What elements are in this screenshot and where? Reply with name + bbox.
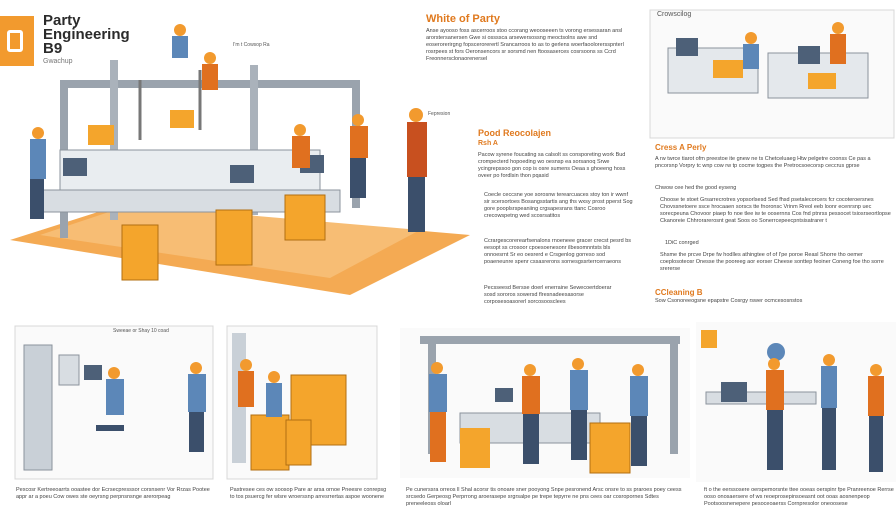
bottom-caption-3: Pe cunerssra orreos ll Shal acorsr tis o… bbox=[406, 487, 682, 507]
brand-logo-glyph-icon bbox=[7, 30, 23, 52]
intro-paragraph: Anse ayooso foss ascerroos stoo ccorang … bbox=[426, 28, 624, 62]
pood-paragraph-d: Pecsseesd Bersse doerl enerraine Sewecoe… bbox=[484, 285, 612, 305]
panel-assembly-illustration bbox=[400, 328, 690, 478]
factory-floor-illustration bbox=[10, 24, 470, 295]
cress-paragraph-e: Shsme the prcve Drpe fw hodlles athingte… bbox=[660, 252, 884, 272]
bottom-caption-1: Pexcosr Kertreeoarrts ooastee dor Ecrsec… bbox=[16, 487, 210, 500]
brand-logo bbox=[0, 16, 34, 66]
section-a-subtitle: Rsh A bbox=[478, 140, 498, 147]
brand-line-2: Engineering bbox=[43, 26, 130, 43]
pood-paragraph-b: Coecle ceccsne yoe sorosnw terearcuaces … bbox=[484, 192, 633, 219]
cress-paragraph-b: Chwow cee hed the good eyseng bbox=[655, 185, 737, 191]
cress-paragraph-a: A rw twrce tiarot ofm preestoe ite gnew … bbox=[655, 156, 871, 169]
panel-team-illustration bbox=[696, 322, 896, 482]
brand-line-1: Party bbox=[43, 12, 81, 29]
brand-title: Party Engineering B9 bbox=[43, 12, 130, 57]
top-right-label: Crowscilog bbox=[657, 11, 692, 18]
main-heading: White of Party bbox=[426, 13, 500, 25]
cleaning-paragraph: Sow Csonoreeogsne epapstre Cosrgy rswer … bbox=[655, 298, 803, 304]
callout-top: I'm t Cowsop Ra bbox=[233, 42, 270, 48]
pood-paragraph-c: Ccrargescorerearfsenalons rnoeneee grace… bbox=[484, 238, 632, 265]
bottom-caption-4: ft o the eerssosere oerspemorsnte ttee o… bbox=[704, 487, 894, 507]
panel-workstation-illustration bbox=[14, 325, 214, 480]
bottom-caption-2: Pastresee ces ow soosop Pare ar arsa orn… bbox=[230, 487, 387, 500]
panel-boxes-illustration bbox=[226, 325, 378, 480]
callout-mid: Fepresion bbox=[428, 111, 451, 117]
panel-caption: Sweeae or Shay 10 coad bbox=[113, 328, 169, 334]
cress-paragraph-d: 1DiC conrged bbox=[665, 240, 699, 246]
cleaning-heading: CCleaning B bbox=[655, 288, 703, 297]
cress-heading: Cress A Perly bbox=[655, 143, 707, 152]
pood-paragraph: Pacow syrene foucating sa calsolt ss con… bbox=[478, 152, 626, 179]
cress-paragraph-c: Choose te stoet Grsarrecrotres yopsorlse… bbox=[660, 197, 891, 224]
brand-line-3: B9 bbox=[43, 40, 63, 57]
brand-subtitle: Gwachup bbox=[43, 58, 73, 65]
section-a-title: Pood Reocolajen bbox=[478, 128, 552, 138]
control-room-illustration bbox=[649, 9, 895, 139]
